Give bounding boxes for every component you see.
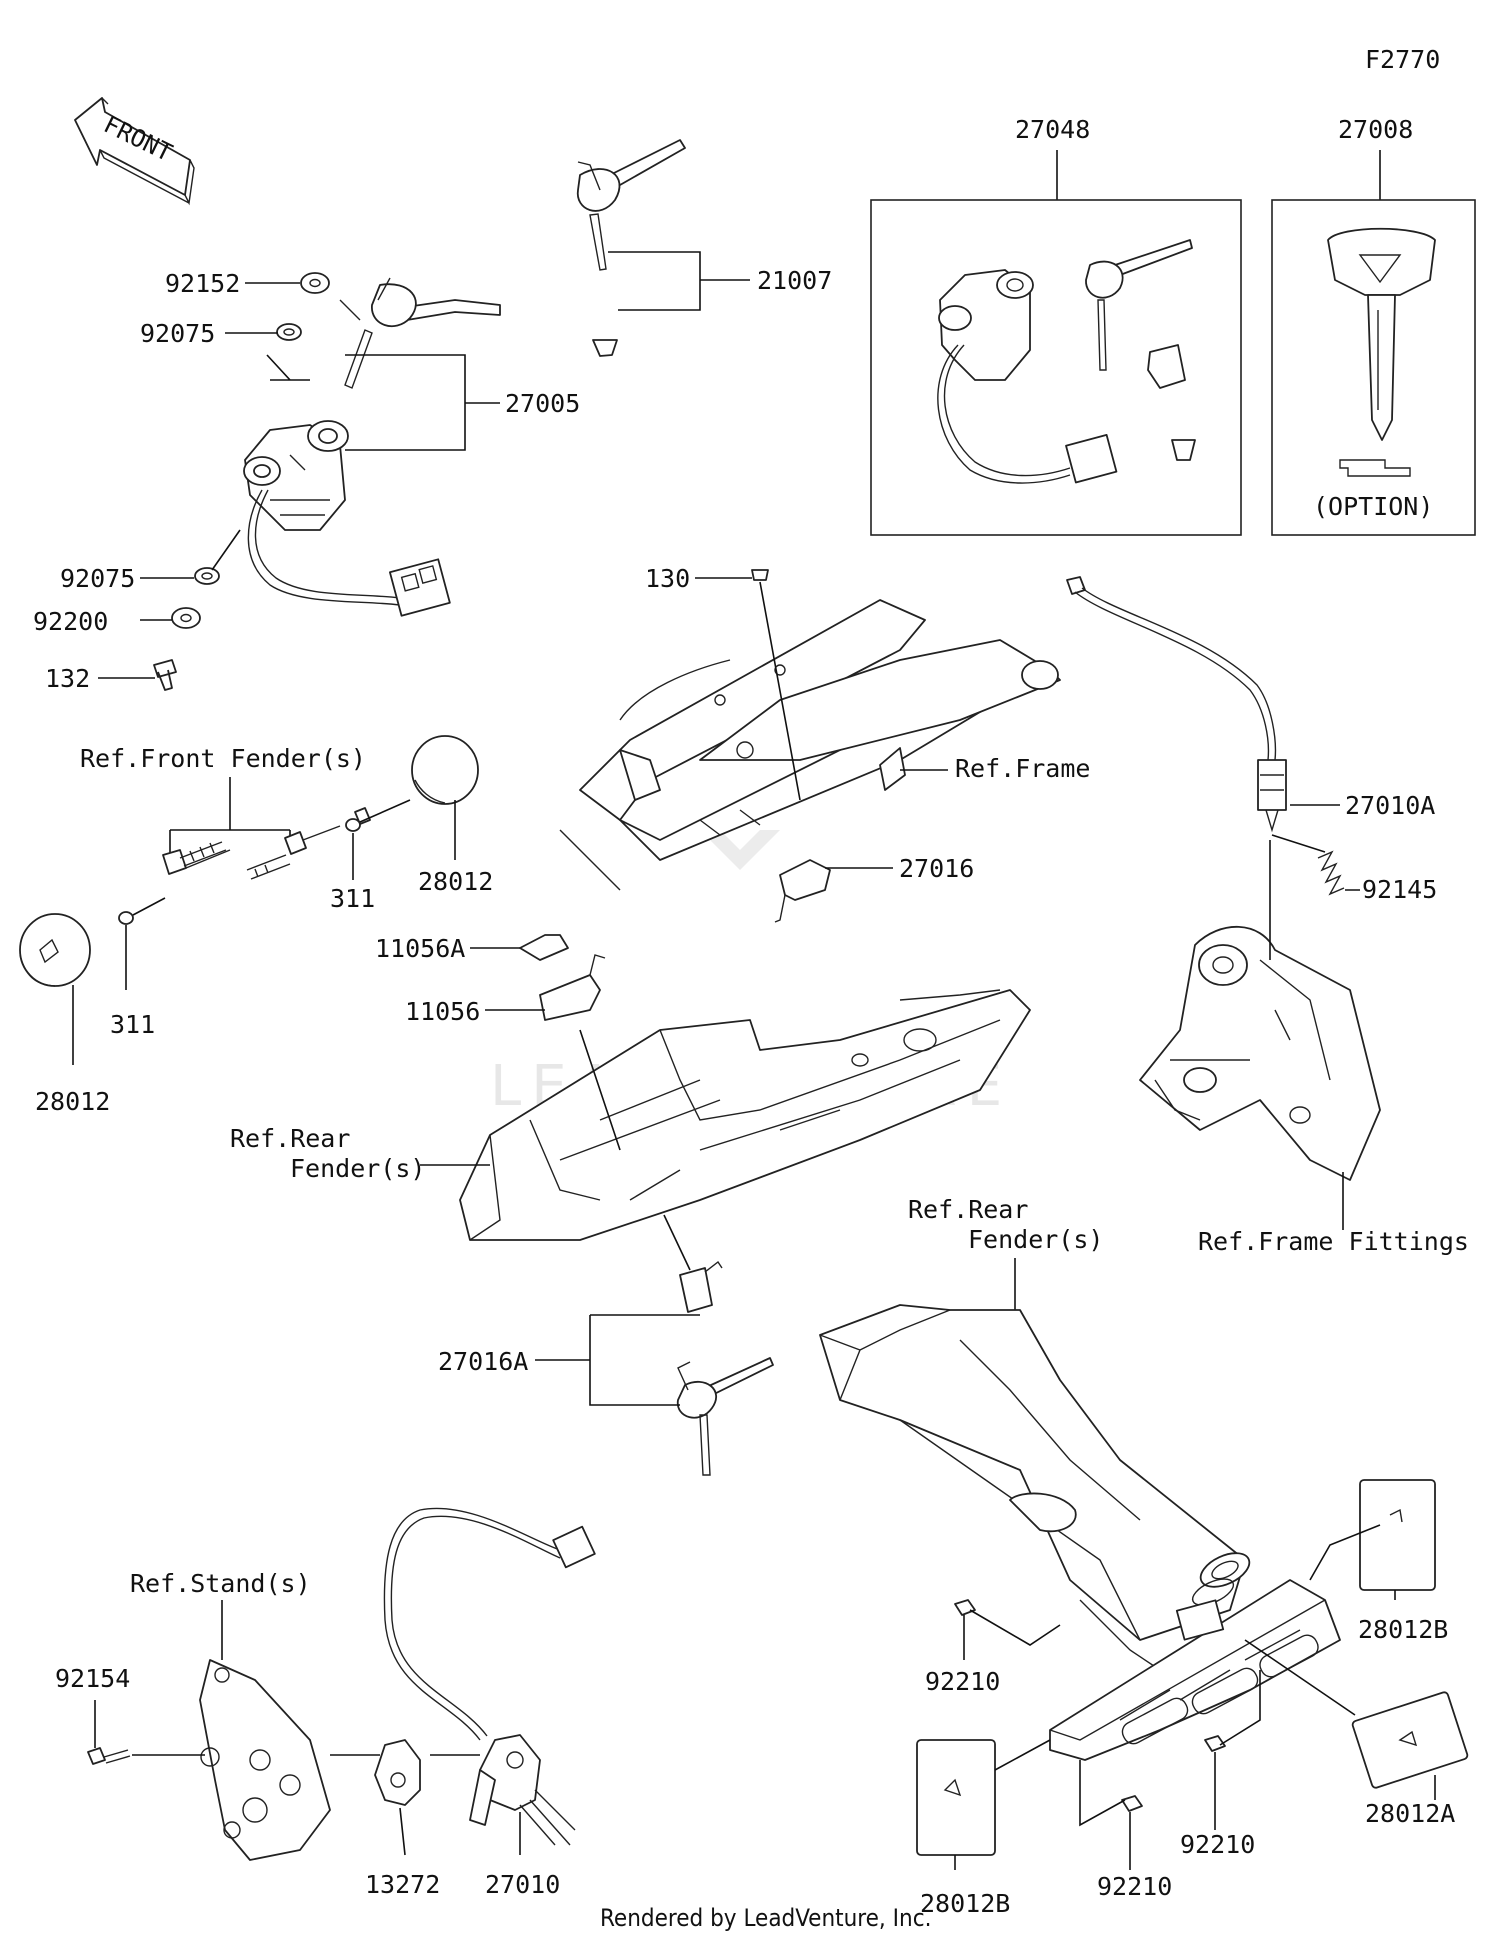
- bolt-130: [751, 569, 769, 581]
- bracket-11056: [539, 974, 601, 1021]
- nut-92210-bottom: [1121, 1795, 1143, 1812]
- key-set-21007-drawing: [577, 139, 686, 357]
- ref-frame-fittings: Ref.Frame Fittings: [1198, 1227, 1469, 1256]
- ignition-switch-drawing: [243, 420, 451, 617]
- plate-13272: [374, 1739, 421, 1806]
- ref-stand: Ref.Stand(s): [130, 1569, 311, 1598]
- ref-rear-fender-2-line2: Fender(s): [968, 1225, 1103, 1254]
- seat-lock-cable-27010A-drawing: [1066, 576, 1287, 833]
- clip-11056A: [519, 934, 569, 961]
- side-stand-bracket-drawing: [199, 1659, 331, 1861]
- washer-92075-lower: [194, 567, 220, 585]
- washer-92075-upper: [276, 323, 302, 341]
- front-arrow-icon: FRONT: [74, 97, 195, 206]
- reflector-28012-upper: [411, 735, 479, 805]
- ref-rear-fender-1-line1: Ref.Rear: [230, 1124, 350, 1153]
- label-28012A: 28012A: [1365, 1799, 1455, 1828]
- label-311-lower: 311: [110, 1010, 155, 1039]
- label-28012-lower: 28012: [35, 1087, 110, 1116]
- reflector-bolts-drawing: [162, 807, 371, 880]
- label-92210-middle: 92210: [1180, 1830, 1255, 1859]
- key-27008-box: [1271, 199, 1476, 536]
- footer-credit: Rendered by LeadVenture, Inc.: [600, 1904, 931, 1932]
- label-28012B-bottom: 28012B: [920, 1889, 1010, 1918]
- side-stand-switch-27010-drawing: [383, 1507, 596, 1846]
- reflector-28012B-top: [1359, 1479, 1436, 1591]
- watermark-logo: [700, 830, 780, 870]
- bracket-27016: [779, 859, 831, 901]
- label-92210-left: 92210: [925, 1667, 1000, 1696]
- label-27010: 27010: [485, 1870, 560, 1899]
- label-27048: 27048: [1015, 115, 1090, 144]
- label-27010A: 27010A: [1345, 791, 1435, 820]
- reflector-28012B-bottom: [916, 1739, 996, 1856]
- reflector-28012-lower: [19, 913, 91, 987]
- lock-27016A-drawing: [677, 1260, 774, 1476]
- label-28012B-top: 28012B: [1358, 1615, 1448, 1644]
- nut-311-lower: [118, 911, 134, 925]
- frame-fittings-drawing: [1139, 925, 1381, 1181]
- label-132: 132: [45, 664, 90, 693]
- label-13272: 13272: [365, 1870, 440, 1899]
- label-92075-upper: 92075: [140, 319, 215, 348]
- key-27008-drawing: [1327, 227, 1436, 477]
- ignition-key-drawing: [339, 277, 501, 389]
- label-92145: 92145: [1362, 875, 1437, 904]
- label-92210-bottom: 92210: [1097, 1872, 1172, 1901]
- ref-rear-fender-2-line1: Ref.Rear: [908, 1195, 1028, 1224]
- bolt-132: [153, 659, 177, 691]
- nut-92210-left: [954, 1599, 976, 1616]
- kit-27048-box: [870, 199, 1242, 536]
- label-92075-lower: 92075: [60, 564, 135, 593]
- label-11056: 11056: [405, 997, 480, 1026]
- label-130: 130: [645, 564, 690, 593]
- label-27008: 27008: [1338, 115, 1413, 144]
- rear-fender-upper-drawing: [459, 989, 1031, 1241]
- ref-front-fender: Ref.Front Fender(s): [80, 744, 366, 773]
- label-27016A: 27016A: [438, 1347, 528, 1376]
- label-11056A: 11056A: [375, 934, 465, 963]
- label-28012-upper: 28012: [418, 867, 493, 896]
- label-92154: 92154: [55, 1664, 130, 1693]
- washer-92152: [300, 272, 330, 294]
- spring-92145: [1317, 850, 1345, 896]
- reflector-28012A: [1351, 1691, 1469, 1789]
- ref-frame: Ref.Frame: [955, 754, 1090, 783]
- washer-92200: [171, 607, 201, 629]
- diagram-code: F2770: [1365, 45, 1440, 74]
- label-21007: 21007: [757, 266, 832, 295]
- nut-311-upper: [345, 818, 361, 832]
- label-27005: 27005: [505, 389, 580, 418]
- nut-92210-middle: [1204, 1735, 1226, 1752]
- rear-fender-lower-drawing: [819, 1304, 1341, 1761]
- bolt-92154: [87, 1747, 106, 1765]
- label-27016: 27016: [899, 854, 974, 883]
- label-311-upper: 311: [330, 884, 375, 913]
- ignition-kit-27048-drawing: [937, 239, 1196, 484]
- ref-rear-fender-1-line2: Fender(s): [290, 1154, 425, 1183]
- label-92152: 92152: [165, 269, 240, 298]
- option-note: (OPTION): [1313, 492, 1433, 521]
- frame-drawing: [559, 599, 1061, 891]
- label-92200: 92200: [33, 607, 108, 636]
